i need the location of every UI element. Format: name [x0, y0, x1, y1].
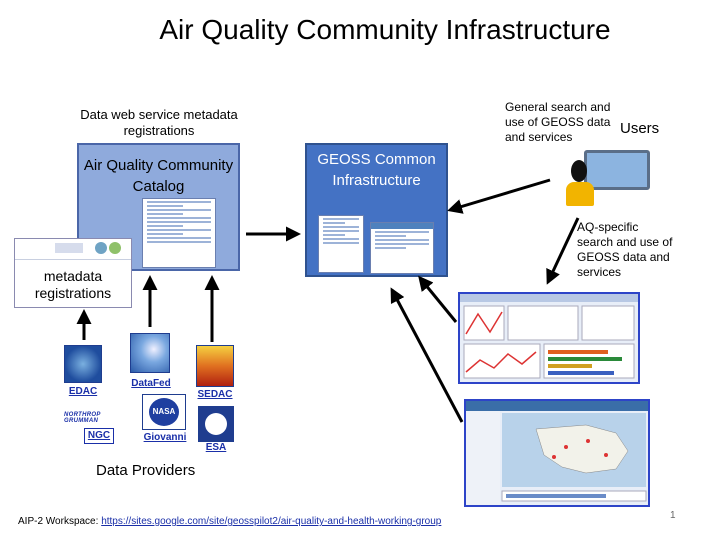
geoss-screenshot-1 [318, 215, 364, 273]
footer-prefix: AIP-2 Workspace: [18, 516, 102, 527]
general-search-label: General search and use of GEOSS data and… [505, 100, 611, 144]
footer: AIP-2 Workspace: https://sites.google.co… [18, 516, 441, 527]
web-service-label: Data web service metadata registrations [80, 107, 238, 138]
data-providers-label: Data Providers [96, 462, 196, 479]
ngc-link[interactable]: NGC [87, 430, 111, 441]
nasa-logo-frame: NASA [142, 394, 186, 430]
edac-logo [64, 345, 102, 383]
metadata-label: metadata registrations [34, 268, 112, 301]
arrow-portal2-to-geoss [390, 287, 464, 423]
esa-logo [198, 406, 234, 442]
arrow-users-to-portal [546, 217, 580, 285]
geoss-screenshot-2 [370, 222, 434, 274]
workspace-link[interactable]: https://sites.google.com/site/geosspilot… [101, 516, 442, 527]
ngc-link-box: NGC [84, 428, 114, 444]
aq-portal-screenshot-2 [464, 399, 650, 507]
giovanni-link[interactable]: Giovanni [143, 432, 187, 443]
geoss-title: GEOSS Common Infrastructure [317, 151, 436, 189]
aq-portal-screenshot-1 [458, 292, 640, 384]
page-title: Air Quality Community Infrastructure [159, 14, 611, 45]
sedac-link[interactable]: SEDAC [197, 389, 233, 400]
catalog-title: Air Quality Community Catalog [83, 157, 234, 195]
ngc-logo: NORTHROP GRUMMAN [64, 412, 101, 424]
arrow-users-to-geoss [447, 178, 551, 214]
user-body-icon [566, 182, 594, 206]
datafed-link[interactable]: DataFed [131, 378, 171, 389]
sedac-logo [196, 345, 234, 387]
catalog-screenshot [142, 198, 216, 268]
page-number: 1 [670, 510, 676, 521]
nasa-logo-text: NASA [149, 398, 179, 426]
aq-specific-label: AQ-specific search and use of GEOSS data… [577, 220, 673, 279]
edac-link[interactable]: EDAC [68, 386, 98, 397]
esa-link[interactable]: ESA [205, 442, 227, 453]
monitor-icon [584, 150, 650, 190]
user-head-icon [571, 160, 587, 182]
users-label: Users [620, 120, 660, 137]
datafed-logo [130, 333, 170, 373]
metadata-registrations-panel: metadata registrations [14, 238, 132, 308]
arrow-portal1-to-geoss [418, 275, 458, 323]
